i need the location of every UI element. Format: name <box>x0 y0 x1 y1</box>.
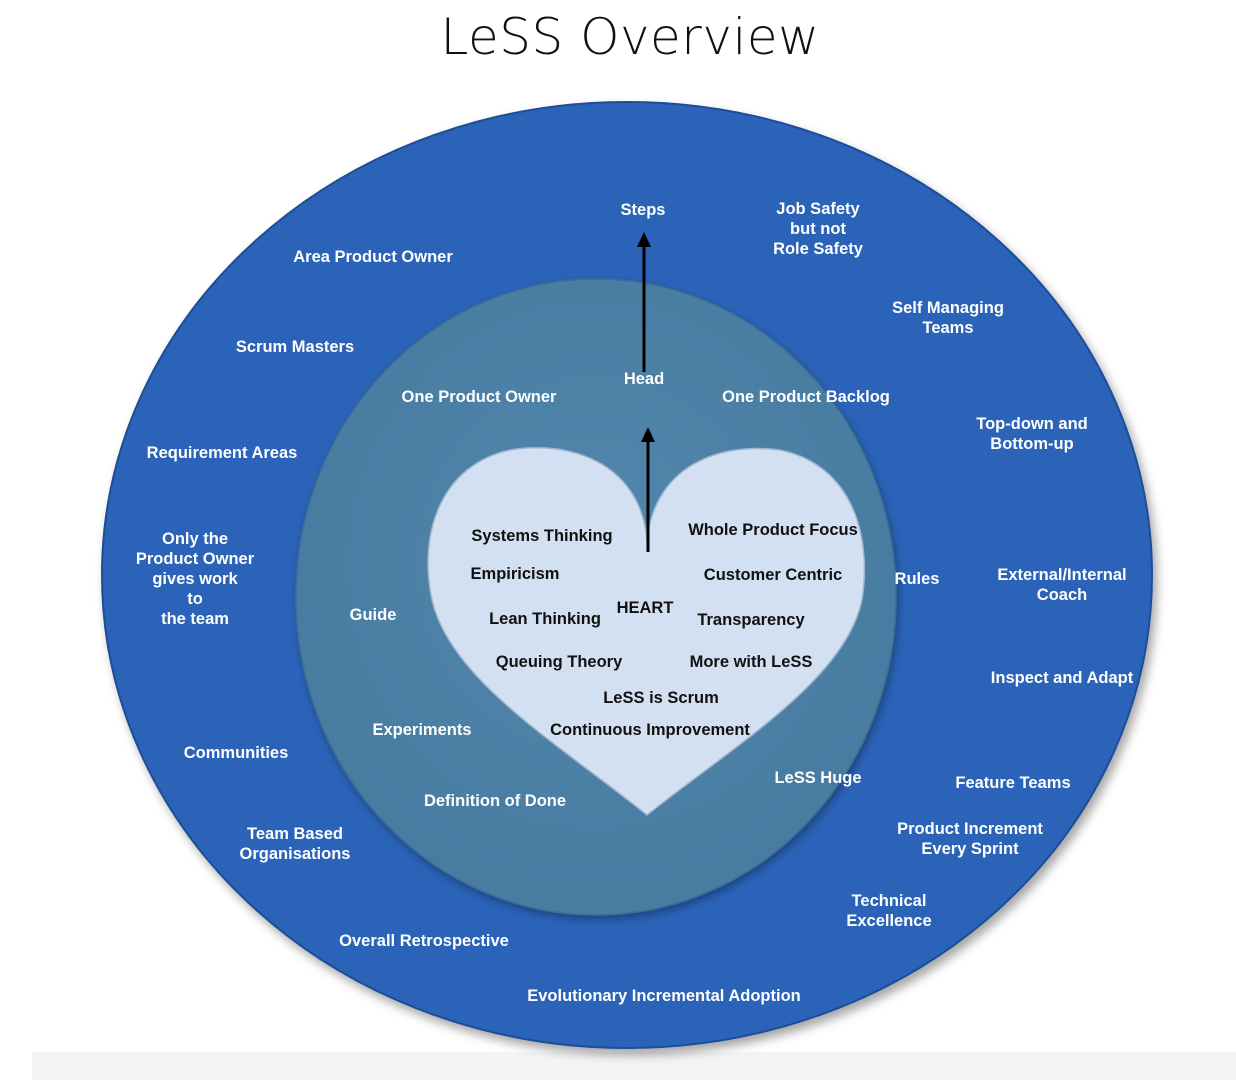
label-lean-thinking: Lean Thinking <box>489 610 601 628</box>
label-feature-teams: Feature Teams <box>955 774 1071 792</box>
page-title: LeSS Overview <box>440 8 820 66</box>
label-area-product-owner: Area Product Owner <box>293 248 453 266</box>
label-customer-centric: Customer Centric <box>703 566 843 584</box>
label-less-huge: LeSS Huge <box>774 769 862 787</box>
label-top-down-bottom-up: Top-down and Bottom-up <box>976 415 1088 453</box>
arrow-steps <box>637 232 651 372</box>
label-inspect-and-adapt: Inspect and Adapt <box>990 669 1134 687</box>
bottom-band <box>32 1052 1236 1080</box>
label-self-managing-teams: Self Managing Teams <box>892 299 1004 337</box>
label-job-safety: Job Safety but not Role Safety <box>773 200 863 258</box>
label-transparency: Transparency <box>697 611 805 629</box>
label-only-the-product-owner: Only the Product Owner gives work to the… <box>135 530 255 628</box>
label-head: Head <box>623 370 665 388</box>
label-systems-thinking: Systems Thinking <box>471 527 613 545</box>
label-requirement-areas: Requirement Areas <box>146 444 298 462</box>
label-rules: Rules <box>894 570 940 588</box>
heart-shape <box>427 446 866 816</box>
label-steps: Steps <box>620 201 666 219</box>
label-evolutionary-incremental-adoption: Evolutionary Incremental Adoption <box>527 987 801 1005</box>
label-overall-retrospective: Overall Retrospective <box>339 932 509 950</box>
label-one-product-owner: One Product Owner <box>401 388 557 406</box>
label-one-product-backlog: One Product Backlog <box>722 388 890 406</box>
label-queuing-theory: Queuing Theory <box>495 653 623 671</box>
label-external-internal-coach: External/Internal Coach <box>997 566 1127 604</box>
arrow-head <box>641 427 655 552</box>
label-empiricism: Empiricism <box>470 565 560 583</box>
label-team-based-organisations: Team Based Organisations <box>239 825 351 863</box>
label-definition-of-done: Definition of Done <box>423 792 567 810</box>
label-heart: HEART <box>616 599 674 617</box>
label-product-increment: Product Increment Every Sprint <box>897 820 1043 858</box>
label-more-with-less: More with LeSS <box>689 653 813 671</box>
label-communities: Communities <box>183 744 289 762</box>
label-whole-product-focus: Whole Product Focus <box>688 521 858 539</box>
label-guide: Guide <box>349 606 397 624</box>
label-less-is-scrum: LeSS is Scrum <box>603 689 719 707</box>
label-scrum-masters: Scrum Masters <box>235 338 355 356</box>
label-technical-excellence: Technical Excellence <box>846 892 932 930</box>
label-continuous-improvement: Continuous Improvement <box>550 721 750 739</box>
label-experiments: Experiments <box>372 721 472 739</box>
